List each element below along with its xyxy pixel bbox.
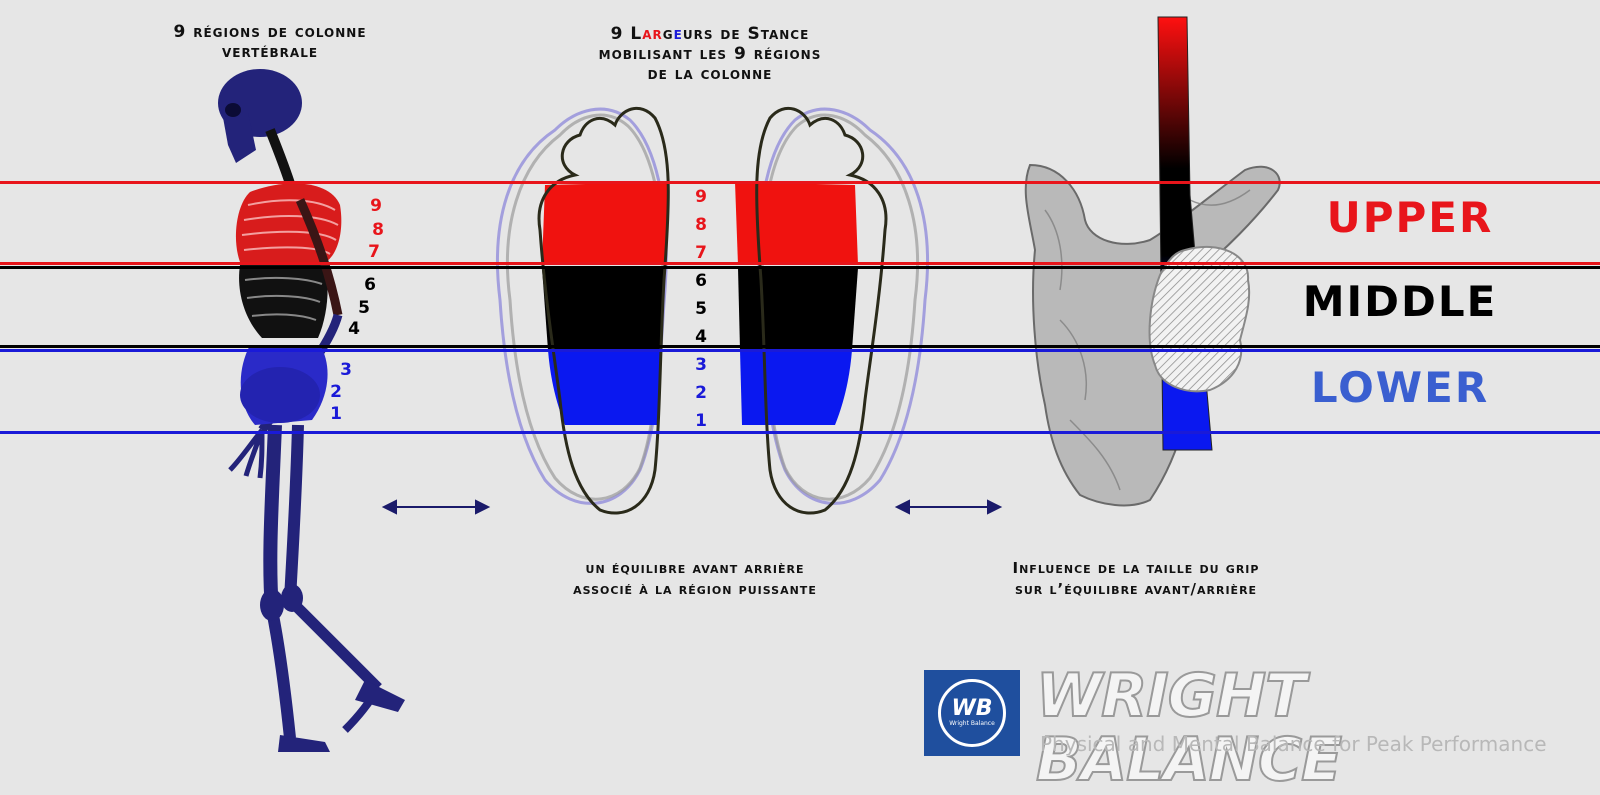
line-middle-top (0, 266, 1600, 269)
right-foot-regions (735, 182, 858, 425)
feet-num-9: 9 (695, 187, 707, 207)
stance-title-part-2: g (662, 24, 674, 44)
stance-title-part-3: e (673, 24, 683, 44)
stance-title-part-0: 9 L (610, 24, 643, 44)
spine-num-5: 5 (358, 298, 370, 318)
balance-caption-line2: associé à la région puissante (573, 580, 817, 598)
grip-caption-line1: Influence de la taille du grip (1012, 559, 1260, 577)
line-upper-bottom (0, 262, 1600, 265)
feet-num-7: 7 (695, 243, 707, 263)
spine-num-1: 1 (330, 404, 342, 424)
left-foot-regions (542, 182, 668, 425)
brand-tagline: Physical and Mental Balance for Peak Per… (1040, 732, 1547, 756)
stance-title-line2: mobilisant les 9 régions (598, 44, 822, 64)
feet-num-5: 5 (695, 299, 707, 319)
spine-num-2: 2 (330, 382, 342, 402)
spine-title: 9 régions de colonne vertébrale (130, 22, 410, 62)
line-lower-top (0, 349, 1600, 352)
feet-illustration (381, 106, 1003, 515)
spine-num-6: 6 (364, 275, 376, 295)
stance-title: 9 Largeurs de Stance mobilisant les 9 ré… (545, 24, 875, 84)
spine-title-text: 9 régions de colonne vertébrale (173, 22, 367, 62)
spine-num-4: 4 (348, 319, 360, 339)
logo-circle: WB Wright Balance (938, 679, 1006, 747)
feet-num-4: 4 (695, 327, 707, 347)
logo-monogram: WB (951, 696, 993, 721)
skeleton-figure (218, 69, 405, 752)
zone-label-lower: LOWER (1310, 363, 1490, 412)
brand-wordmark: WRIGHT BALANCE (1035, 661, 1343, 795)
wright-balance-logo-tile: WB Wright Balance (924, 670, 1020, 756)
grip-illustration (1024, 16, 1281, 507)
feet-num-3: 3 (695, 355, 707, 375)
stance-title-line1: 9 Largeurs de Stance (545, 24, 875, 44)
skeleton-illustration (218, 69, 405, 752)
balance-caption-line1: un équilibre avant arrière (585, 559, 805, 577)
balance-arrows (381, 499, 1003, 515)
feet-num-6: 6 (695, 271, 707, 291)
stance-title-part-4: urs de Stance (682, 24, 810, 44)
spine-num-3: 3 (340, 360, 352, 380)
line-upper-top (0, 181, 1600, 184)
grip-caption: Influence de la taille du grip sur l’équ… (946, 558, 1326, 600)
line-lower-bottom (0, 431, 1600, 434)
spine-num-8: 8 (372, 220, 384, 240)
balance-caption: un équilibre avant arrière associé à la … (500, 558, 890, 600)
line-middle-bottom (0, 345, 1600, 348)
zone-label-middle: MIDDLE (1302, 277, 1498, 326)
spine-num-7: 7 (368, 242, 380, 262)
feet-num-2: 2 (695, 383, 707, 403)
feet-num-8: 8 (695, 215, 707, 235)
feet-num-1: 1 (695, 411, 707, 431)
stance-title-line3: de la colonne (647, 64, 773, 84)
logo-monogram-sub: Wright Balance (949, 720, 995, 727)
grip-caption-line2: sur l’équilibre avant/arrière (1014, 580, 1258, 598)
stance-title-part-1: ar (642, 24, 663, 44)
zone-label-upper: UPPER (1326, 193, 1494, 242)
spine-num-9: 9 (370, 196, 382, 216)
